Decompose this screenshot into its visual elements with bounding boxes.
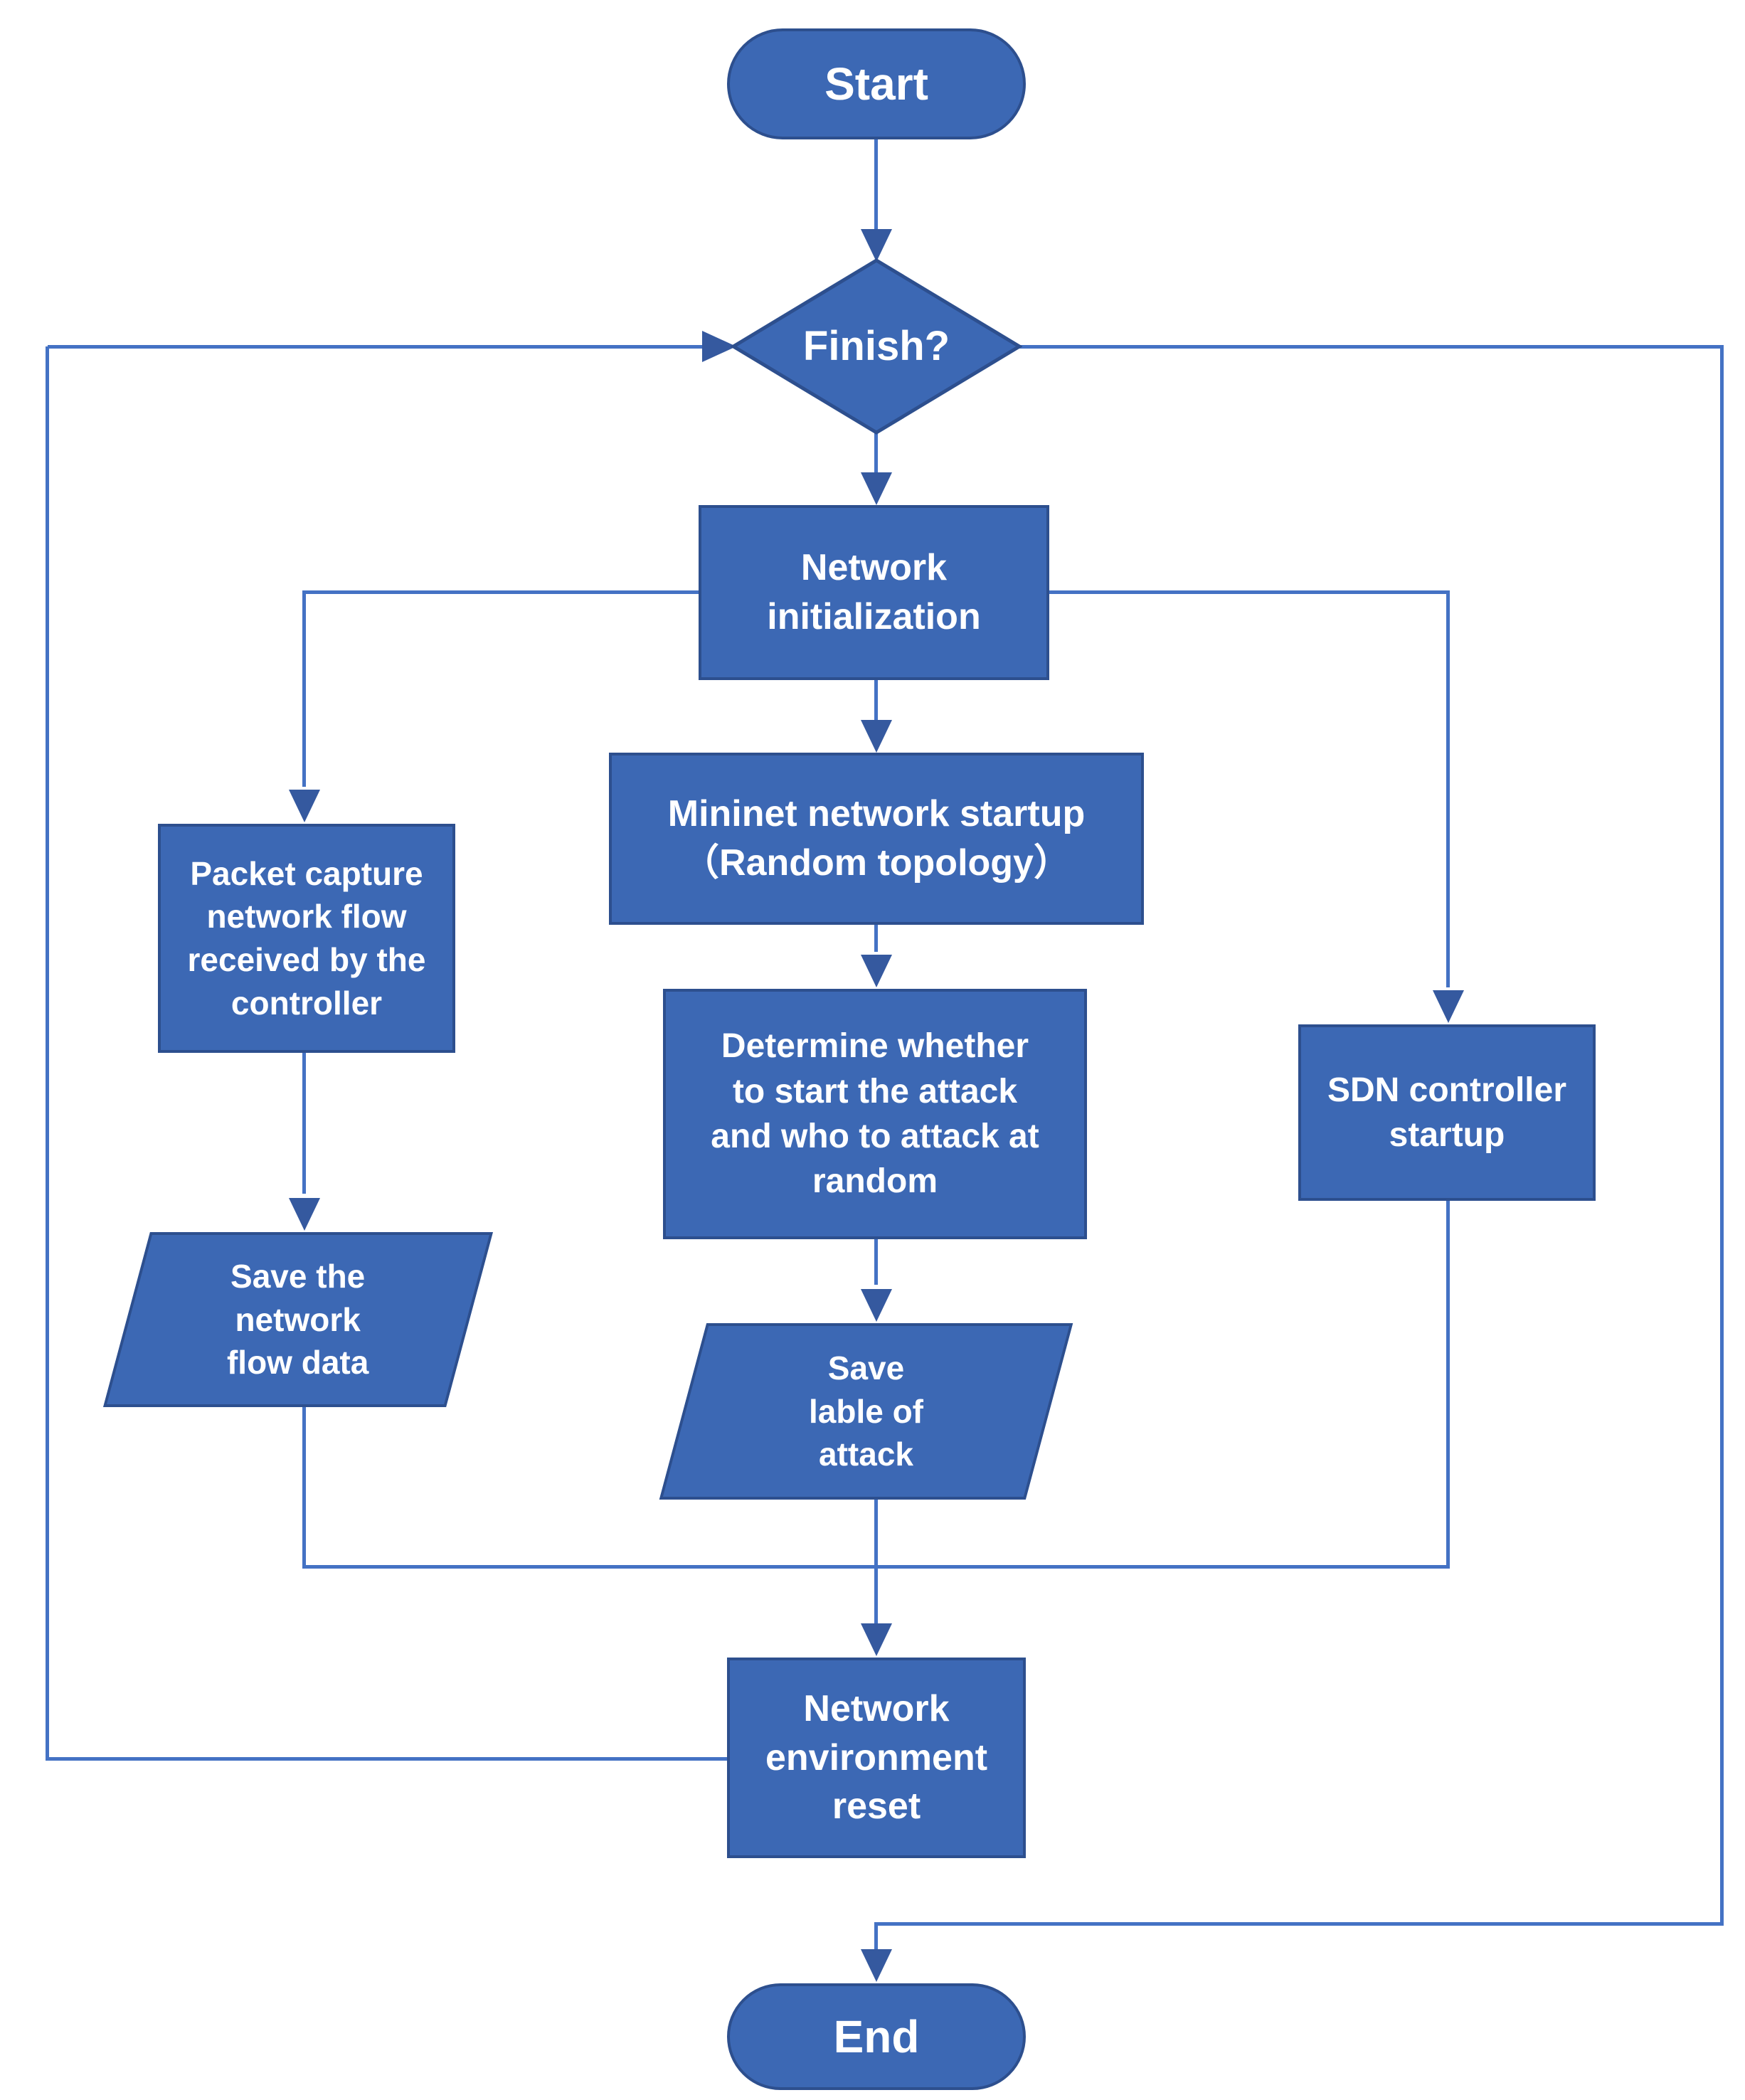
connector-bottom-left [875,1922,1722,1926]
connector-reset-loop-top [48,345,702,349]
connector-finish-right [1015,345,1722,349]
arrowhead-determine-savelabel [861,1289,892,1322]
packet-capture-node: Packet capture network flow received by … [158,824,455,1053]
connector-netinit-mininet [874,679,878,720]
network-init-node: Network initialization [699,505,1049,680]
network-init-label: Network initialization [767,547,981,637]
connector-sdn-merge [1446,1201,1450,1569]
start-label: Start [824,58,928,110]
connector-determine-savelabel [874,1239,878,1285]
env-reset-node: Network environment reset [727,1658,1026,1858]
connector-branch-packet [302,590,306,787]
arrowhead-netinit-mininet [861,720,892,753]
connector-packet-saveflow [302,1053,306,1194]
decision-diamond-shape [731,258,1022,435]
arrowhead-start-finish [861,229,892,262]
arrowhead-finish-netinit [861,472,892,505]
end-node: End [727,1983,1026,2090]
save-attack-label-node: Save lable of attack [659,1323,1073,1500]
arrowhead-branch-packet [289,790,320,822]
arrowhead-mininet-determine [861,955,892,987]
mininet-startup-node: Mininet network startup （Random topology… [609,753,1144,925]
arrowhead-merge-reset [861,1623,892,1656]
determine-attack-label: Determine whether to start the attack an… [711,1027,1039,1201]
save-flow-data-label: Save the network flow data [227,1257,369,1382]
save-attack-label-label: Save lable of attack [808,1349,924,1473]
sdn-controller-node: SDN controller startup [1298,1024,1596,1201]
arrowhead-branch-sdn [1433,990,1464,1023]
arrowhead-packet-saveflow [289,1198,320,1231]
sdn-controller-label: SDN controller startup [1327,1071,1567,1154]
connector-saveflow-merge [302,1407,306,1569]
connector-merge-reset [874,1500,878,1623]
connector-start-finish [874,139,878,235]
start-node: Start [727,28,1026,139]
end-label: End [833,2010,920,2062]
determine-attack-node: Determine whether to start the attack an… [663,989,1087,1239]
connector-reset-loop-bottom [48,1757,727,1761]
mininet-startup-label: Mininet network startup （Random topology… [667,793,1086,884]
save-flow-data-node: Save the network flow data [103,1232,493,1407]
connector-end-drop [874,1922,878,1949]
env-reset-label: Network environment reset [765,1688,988,1828]
finish-decision-node: Finish? [731,258,1022,435]
packet-capture-label: Packet capture network flow received by … [187,854,426,1022]
connector-reset-loop-left [46,346,49,1761]
finish-label: Finish? [802,322,950,369]
connector-mininet-determine [874,925,878,952]
connector-branch-sdn [1446,590,1450,987]
connector-finish-netinit [874,432,878,472]
connector-right-down [1720,345,1724,1926]
arrowhead-into-end [861,1949,892,1982]
